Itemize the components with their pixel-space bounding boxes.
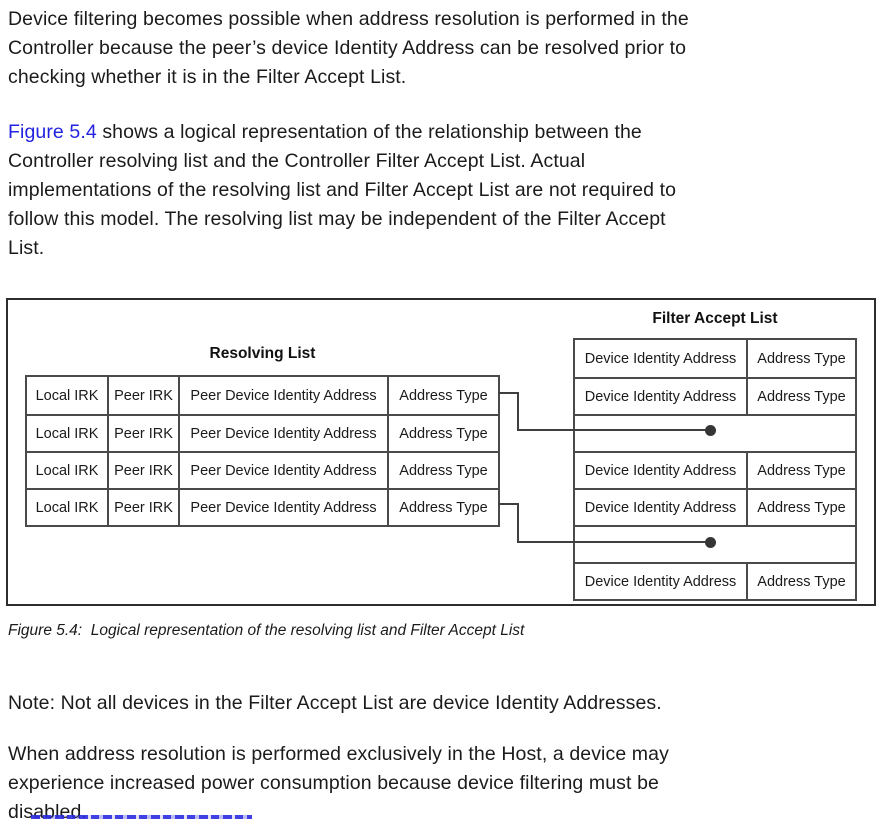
table-cell: Peer IRK bbox=[109, 377, 180, 414]
table-cell: Address Type bbox=[757, 388, 846, 405]
connector-1-line bbox=[498, 392, 519, 394]
connector-2-dot bbox=[705, 537, 716, 548]
paragraph-device-filtering: Device filtering becomes possible when a… bbox=[8, 8, 689, 88]
filter-accept-list-row-4: Device Identity Address Address Type bbox=[575, 451, 855, 488]
resolving-list-title: Resolving List bbox=[209, 345, 316, 362]
connector-2-line bbox=[517, 541, 711, 543]
table-cell: Local IRK bbox=[27, 490, 109, 525]
table-cell: Device Identity Address bbox=[575, 379, 748, 414]
table-cell: Peer IRK bbox=[109, 416, 180, 451]
table-cell: Address Type bbox=[399, 499, 488, 516]
table-cell: Peer Device Identity Address bbox=[180, 453, 389, 488]
connector-2-line bbox=[517, 503, 519, 543]
figure-caption: Figure 5.4: Logical representation of th… bbox=[8, 622, 525, 639]
table-cell: Device Identity Address bbox=[575, 340, 748, 377]
note-paragraph: Note: Not all devices in the Filter Acce… bbox=[8, 692, 662, 714]
table-cell: Address Type bbox=[399, 425, 488, 442]
table-cell: Device Identity Address bbox=[575, 564, 748, 599]
table-cell: Local IRK bbox=[27, 416, 109, 451]
table-cell: Peer IRK bbox=[109, 453, 180, 488]
table-cell: Local IRK bbox=[27, 377, 109, 414]
filter-accept-list-row-7: Device Identity Address Address Type bbox=[575, 562, 855, 599]
table-cell: Device Identity Address bbox=[575, 490, 748, 525]
connector-1-line bbox=[517, 429, 711, 431]
filter-accept-list-row-5: Device Identity Address Address Type bbox=[575, 488, 855, 525]
table-cell: Peer Device Identity Address bbox=[180, 416, 389, 451]
filter-accept-list-row-6 bbox=[575, 525, 855, 562]
table-cell: Local IRK bbox=[27, 453, 109, 488]
connector-1-dot bbox=[705, 425, 716, 436]
table-cell: Device Identity Address bbox=[575, 453, 748, 488]
paragraph-host-resolution: When address resolution is performed exc… bbox=[8, 743, 669, 823]
filter-accept-list-row-3 bbox=[575, 414, 855, 451]
table-cell: Peer Device Identity Address bbox=[180, 377, 389, 414]
table-cell: Peer Device Identity Address bbox=[180, 490, 389, 525]
connector-1-line bbox=[517, 392, 519, 431]
figure-5-4-link[interactable]: Figure 5.4 bbox=[8, 121, 97, 143]
table-cell: Address Type bbox=[399, 462, 488, 479]
paragraph-figure-reference-text: shows a logical representation of the re… bbox=[8, 121, 677, 259]
figure-5-4-diagram: Filter Accept List Resolving List Local … bbox=[6, 298, 876, 606]
connector-2-line bbox=[498, 503, 519, 505]
table-cell: Address Type bbox=[757, 499, 846, 516]
table-cell: Address Type bbox=[757, 462, 846, 479]
table-cell: Address Type bbox=[757, 573, 846, 590]
table-cell: Address Type bbox=[757, 350, 846, 367]
filter-accept-list-title: Filter Accept List bbox=[652, 310, 778, 327]
clipped-link-text-artifact bbox=[31, 815, 252, 819]
filter-accept-list-row-2: Device Identity Address Address Type bbox=[575, 377, 855, 414]
paragraph-figure-reference: Figure 5.4 shows a logical representatio… bbox=[8, 118, 880, 263]
filter-accept-list-row-1: Device Identity Address Address Type bbox=[575, 340, 855, 377]
table-cell: Peer IRK bbox=[109, 490, 180, 525]
table-cell: Address Type bbox=[399, 387, 488, 404]
